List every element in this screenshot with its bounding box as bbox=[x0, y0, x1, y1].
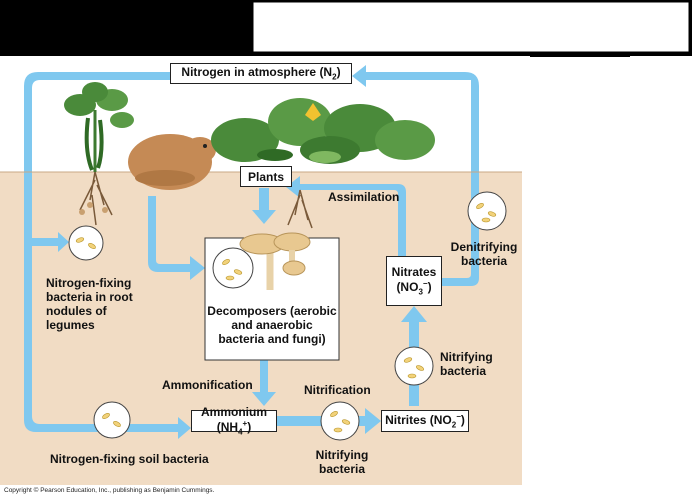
animal-belly bbox=[135, 170, 195, 186]
bacteria-nitrifying-lower-circle bbox=[320, 401, 360, 441]
nitrifying-bacteria-upper-label: Nitrifying bacteria bbox=[440, 350, 493, 378]
bacteria-nitrifying-upper-circle bbox=[394, 346, 434, 386]
ammonium-label: Ammonium (NH4+) bbox=[201, 405, 267, 437]
copyright-text: Copyright © Pearson Education, Inc., pub… bbox=[4, 487, 215, 494]
nitrogen-fixing-root-label: Nitrogen-fixing bacteria in root nodules… bbox=[46, 276, 133, 332]
denitrifying-bacteria-label: Denitrifying bacteria bbox=[450, 240, 518, 268]
plants-box: Plants bbox=[240, 166, 292, 187]
legume-pod-2 bbox=[96, 119, 104, 169]
arrow-nitrates-to-plants bbox=[286, 176, 406, 256]
legume-leaf-4 bbox=[110, 112, 134, 128]
squash-fruit-1 bbox=[257, 149, 293, 161]
mushroom-cap-3 bbox=[282, 260, 306, 276]
assimilation-label: Assimilation bbox=[328, 190, 400, 204]
bacteria-decomposer-circle bbox=[212, 247, 254, 289]
bacteria-root-nodule-circle bbox=[68, 225, 104, 261]
atmosphere-box: Nitrogen in atmosphere (N2) bbox=[170, 63, 352, 84]
arrow-to-root-nodule bbox=[32, 232, 69, 252]
animal-head bbox=[184, 137, 216, 163]
nitrites-box: Nitrites (NO2−) bbox=[381, 410, 469, 432]
header-title-box bbox=[252, 1, 690, 53]
nitrifying-bacteria-lower-label: Nitrifying bacteria bbox=[315, 448, 369, 476]
nitrites-label: Nitrites (NO2−) bbox=[385, 412, 465, 430]
squash-roots bbox=[287, 189, 313, 229]
squash-leaf-4 bbox=[375, 120, 435, 160]
legume-pod-1 bbox=[84, 117, 94, 171]
legume-leaf-3 bbox=[82, 82, 108, 102]
squash-fruit-2 bbox=[309, 151, 341, 163]
bacteria-circles bbox=[68, 191, 507, 441]
header-underline bbox=[530, 54, 630, 57]
arrow-animal-to-decomposers bbox=[148, 196, 205, 280]
nitrification-label: Nitrification bbox=[304, 383, 371, 397]
mushroom-illustration bbox=[239, 232, 311, 290]
atmosphere-label: Nitrogen in atmosphere (N2) bbox=[181, 65, 341, 82]
nitrogen-fixing-soil-label: Nitrogen-fixing soil bacteria bbox=[50, 452, 209, 466]
ammonification-label: Ammonification bbox=[162, 378, 253, 392]
bacteria-soil-circle bbox=[93, 401, 131, 439]
animal-eye bbox=[203, 144, 207, 148]
animal-illustration bbox=[128, 134, 216, 190]
decomposers-label: Decomposers (aerobic and anaerobic bacte… bbox=[207, 304, 337, 346]
bacteria-denitrifying-circle bbox=[467, 191, 507, 231]
mushroom-cap-2 bbox=[273, 232, 311, 252]
squash-plant-illustration bbox=[211, 98, 435, 229]
bacteria-cells bbox=[75, 203, 497, 433]
nitrates-formula: (NO3−) bbox=[396, 279, 432, 297]
squash-flower bbox=[305, 103, 321, 121]
arrow-denitrification-to-atmosphere bbox=[352, 65, 479, 196]
ammonium-box: Ammonium (NH4+) bbox=[191, 405, 277, 437]
plants-label: Plants bbox=[247, 169, 284, 184]
legume-plant-illustration bbox=[64, 82, 134, 226]
legume-roots bbox=[79, 171, 113, 226]
arrow-plants-to-decomposers bbox=[252, 188, 276, 224]
nitrates-label: Nitrates bbox=[391, 265, 437, 280]
arrow-decomposers-to-ammonium bbox=[252, 360, 276, 406]
nitrates-box: Nitrates (NO3−) bbox=[386, 256, 442, 306]
